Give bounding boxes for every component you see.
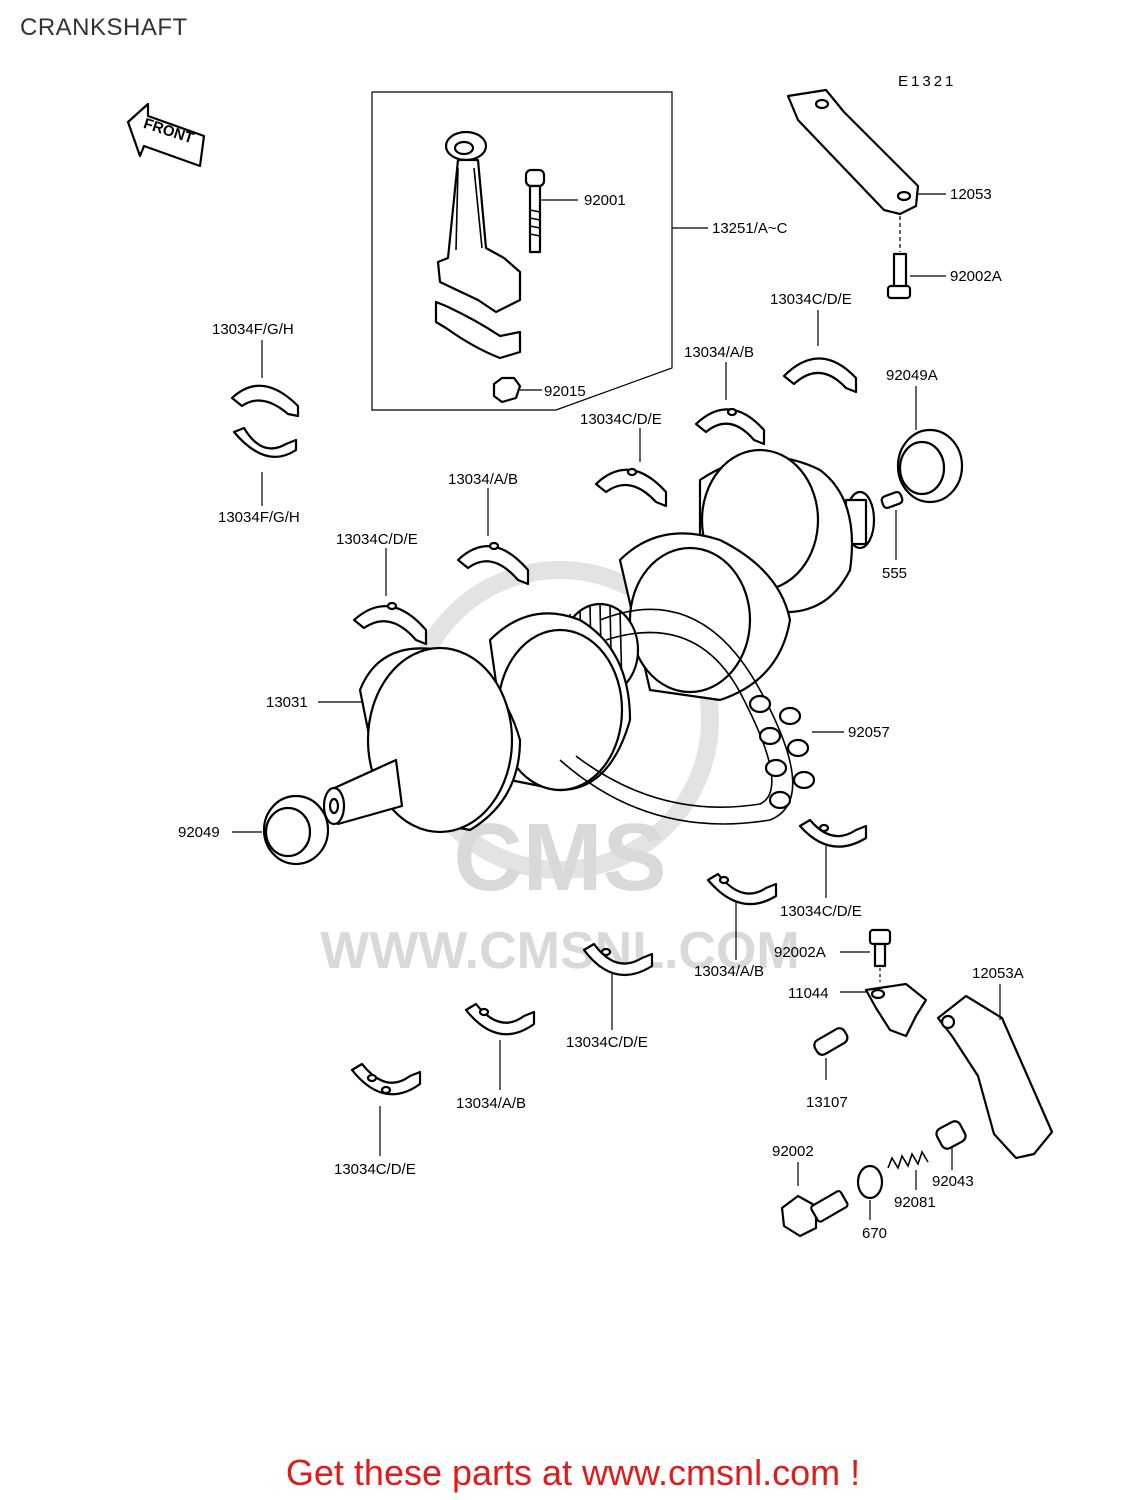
label-13034CDE-3: 13034C/D/E bbox=[336, 531, 418, 548]
label-13031: 13031 bbox=[266, 694, 308, 711]
bolt-92002A-top bbox=[886, 216, 946, 300]
bracket-12053 bbox=[786, 88, 946, 216]
footer-promo-link[interactable]: Get these parts at www.cmsnl.com ! bbox=[285, 1452, 861, 1493]
label-12053: 12053 bbox=[950, 186, 992, 203]
leader-lines bbox=[261, 310, 1001, 1156]
pin-13107 bbox=[813, 1027, 849, 1080]
label-92002A-bottom: 92002A bbox=[774, 944, 826, 961]
rod-cap bbox=[434, 300, 522, 360]
connecting-rod bbox=[436, 130, 522, 314]
bearing-shell-13034CDE-2 bbox=[594, 467, 668, 508]
tensioner-holder-11044 bbox=[840, 982, 928, 1038]
bolt-92002 bbox=[780, 1162, 849, 1238]
label-92043: 92043 bbox=[932, 1173, 974, 1190]
bearing-shell-13034AB-1 bbox=[694, 407, 766, 446]
bolt-92001 bbox=[524, 168, 578, 254]
page-title: CRANKSHAFT bbox=[20, 14, 188, 41]
bearing-shell-13034CDE-1 bbox=[782, 357, 858, 394]
label-92081: 92081 bbox=[894, 1194, 936, 1211]
label-13034AB-2: 13034/A/B bbox=[448, 471, 518, 488]
label-13034CDE-2: 13034C/D/E bbox=[580, 411, 662, 428]
label-12053A: 12053A bbox=[972, 965, 1024, 982]
pin-555 bbox=[880, 490, 904, 510]
diagram-code: E1321 bbox=[898, 73, 956, 90]
label-92001: 92001 bbox=[584, 192, 626, 209]
conrod-assembly-box bbox=[371, 91, 708, 411]
label-92002A-top: 92002A bbox=[950, 268, 1002, 285]
bearing-shell-13034CDE-3 bbox=[352, 601, 428, 646]
label-13034FGH-top: 13034F/G/H bbox=[212, 321, 294, 338]
oil-seal-92049A bbox=[896, 428, 964, 504]
label-13107: 13107 bbox=[806, 1094, 848, 1111]
bearing-shell-13034AB-2 bbox=[456, 541, 530, 586]
label-555: 555 bbox=[882, 565, 907, 582]
label-92015: 92015 bbox=[544, 383, 586, 400]
label-13034FGH-bottom: 13034F/G/H bbox=[218, 509, 300, 526]
bearing-shell-13034FGH-top bbox=[230, 384, 300, 418]
cam-chain-92057 bbox=[559, 608, 844, 825]
label-13251: 13251/A~C bbox=[712, 220, 788, 237]
bearing-shell-13034FGH-bottom bbox=[232, 426, 298, 458]
plunger-92043 bbox=[935, 1120, 967, 1170]
spring-92081 bbox=[887, 1150, 929, 1190]
nut-92015 bbox=[492, 376, 542, 404]
label-92002: 92002 bbox=[772, 1143, 814, 1160]
tensioner-blade-12053A bbox=[936, 994, 1054, 1160]
bearing-shell-13034AB-3 bbox=[706, 872, 778, 906]
label-92049: 92049 bbox=[178, 824, 220, 841]
bolt-92002A-bottom bbox=[840, 928, 892, 982]
bearing-shell-13034CDE-4 bbox=[798, 818, 868, 848]
watermark-brand: CMS bbox=[453, 804, 666, 911]
label-13034CDE-5: 13034C/D/E bbox=[566, 1034, 648, 1051]
label-13034AB-3: 13034/A/B bbox=[694, 963, 764, 980]
label-13034CDE-4: 13034C/D/E bbox=[780, 903, 862, 920]
crankshaft-13031 bbox=[322, 448, 876, 834]
o-ring-670 bbox=[856, 1164, 884, 1220]
watermark-url: WWW.CMSNL.COM bbox=[320, 922, 799, 980]
label-11044: 11044 bbox=[788, 985, 829, 1002]
label-13034AB-4: 13034/A/B bbox=[456, 1095, 526, 1112]
front-arrow-icon: FRONT bbox=[126, 102, 206, 168]
label-13034CDE-1: 13034C/D/E bbox=[770, 291, 852, 308]
bearing-shell-13034CDE-5 bbox=[582, 942, 654, 977]
oil-seal-92049 bbox=[232, 794, 330, 866]
bearing-shell-13034AB-4 bbox=[464, 1002, 536, 1036]
label-13034CDE-6: 13034C/D/E bbox=[334, 1161, 416, 1178]
part-labels: 92001 13251/A~C 92015 12053 92002A 13034… bbox=[178, 186, 1024, 1242]
label-670: 670 bbox=[862, 1225, 887, 1242]
bearing-shell-13034CDE-6 bbox=[350, 1062, 422, 1096]
label-92049A: 92049A bbox=[886, 367, 938, 384]
label-92057: 92057 bbox=[848, 724, 890, 741]
label-13034AB-1: 13034/A/B bbox=[684, 344, 754, 361]
